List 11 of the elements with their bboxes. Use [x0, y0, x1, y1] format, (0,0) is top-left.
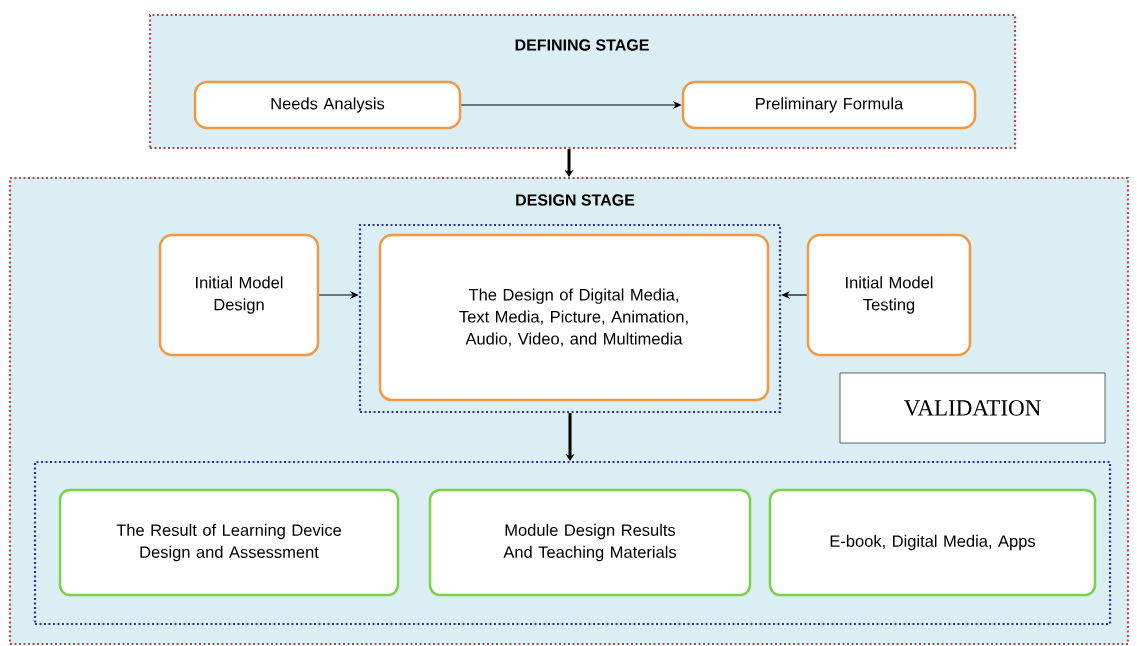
process-box: The Design of Digital Media, Text Media, Picture, Animation, Audio, Video, and Multimedia: [378, 233, 770, 402]
dotted-group-box: [33, 460, 1112, 626]
process-box: Needs Analysis: [193, 80, 462, 130]
result-box: Module Design Results And Teaching Materials: [428, 488, 752, 597]
result-box: The Result of Learning Device Design and Assessment: [58, 488, 400, 597]
process-box: Initial Model Design: [158, 233, 320, 357]
label-box: VALIDATION: [839, 372, 1106, 444]
process-box: Preliminary Formula: [681, 80, 977, 130]
dotted-group-box: [358, 223, 782, 414]
process-box: Initial Model Testing: [806, 233, 972, 357]
result-box: E-book, Digital Media, Apps: [768, 488, 1097, 597]
